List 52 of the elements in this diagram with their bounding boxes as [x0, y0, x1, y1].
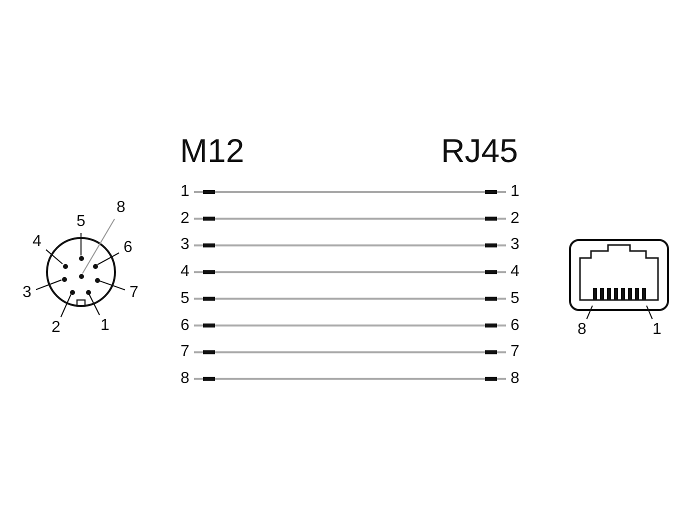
connector-heading: RJ45	[440, 133, 518, 169]
pin-number: 8	[177, 368, 193, 389]
pin-number: 8	[574, 320, 590, 340]
pin-contact	[70, 290, 74, 294]
wire	[194, 378, 506, 380]
leader-line	[586, 305, 593, 320]
leader-line	[97, 252, 120, 266]
leader-line	[80, 233, 82, 256]
pin-number: 2	[507, 208, 523, 229]
leader-line	[88, 294, 100, 316]
pin-number: 3	[177, 235, 193, 256]
wire	[194, 218, 506, 220]
pin-contact	[62, 264, 68, 268]
leader-line	[646, 305, 653, 320]
pin-contact	[92, 264, 98, 268]
pin-number: 1	[97, 316, 113, 336]
pin-number: 5	[73, 212, 89, 232]
wire	[194, 324, 506, 326]
wire	[194, 351, 506, 354]
leader-line	[60, 294, 72, 318]
pin-contact	[86, 290, 90, 294]
pin-number: 3	[507, 235, 523, 256]
pin-number: 2	[177, 208, 193, 229]
pin-contact	[94, 278, 100, 282]
pin-number: 3	[19, 283, 35, 303]
pin-number: 4	[507, 262, 523, 282]
pin-number: 7	[126, 283, 142, 303]
wire	[194, 271, 506, 274]
pin-number: 1	[177, 182, 193, 202]
pin-number: 1	[507, 182, 523, 202]
pin-number: 7	[177, 342, 193, 362]
pin-number: 4	[29, 232, 45, 252]
pin-number: 6	[177, 316, 193, 336]
wire	[194, 191, 506, 193]
pin-number: 6	[507, 316, 523, 336]
pin-number: 5	[507, 288, 523, 309]
pin-contact	[62, 276, 66, 282]
wire	[194, 244, 506, 246]
pin-number: 8	[113, 198, 129, 218]
leader-line	[82, 218, 115, 274]
connector-heading: M12	[180, 133, 244, 169]
wire	[194, 298, 506, 300]
pin-number: 2	[48, 318, 64, 338]
pin-number: 4	[177, 262, 193, 282]
leader-line	[46, 249, 63, 264]
pin-number: 5	[177, 288, 193, 309]
pin-number: 7	[507, 342, 523, 362]
pin-number: 6	[120, 238, 136, 258]
pin-number: 8	[507, 368, 523, 389]
pin-number: 1	[649, 320, 665, 340]
pin-contact	[78, 274, 84, 278]
pin-contact	[78, 256, 84, 260]
